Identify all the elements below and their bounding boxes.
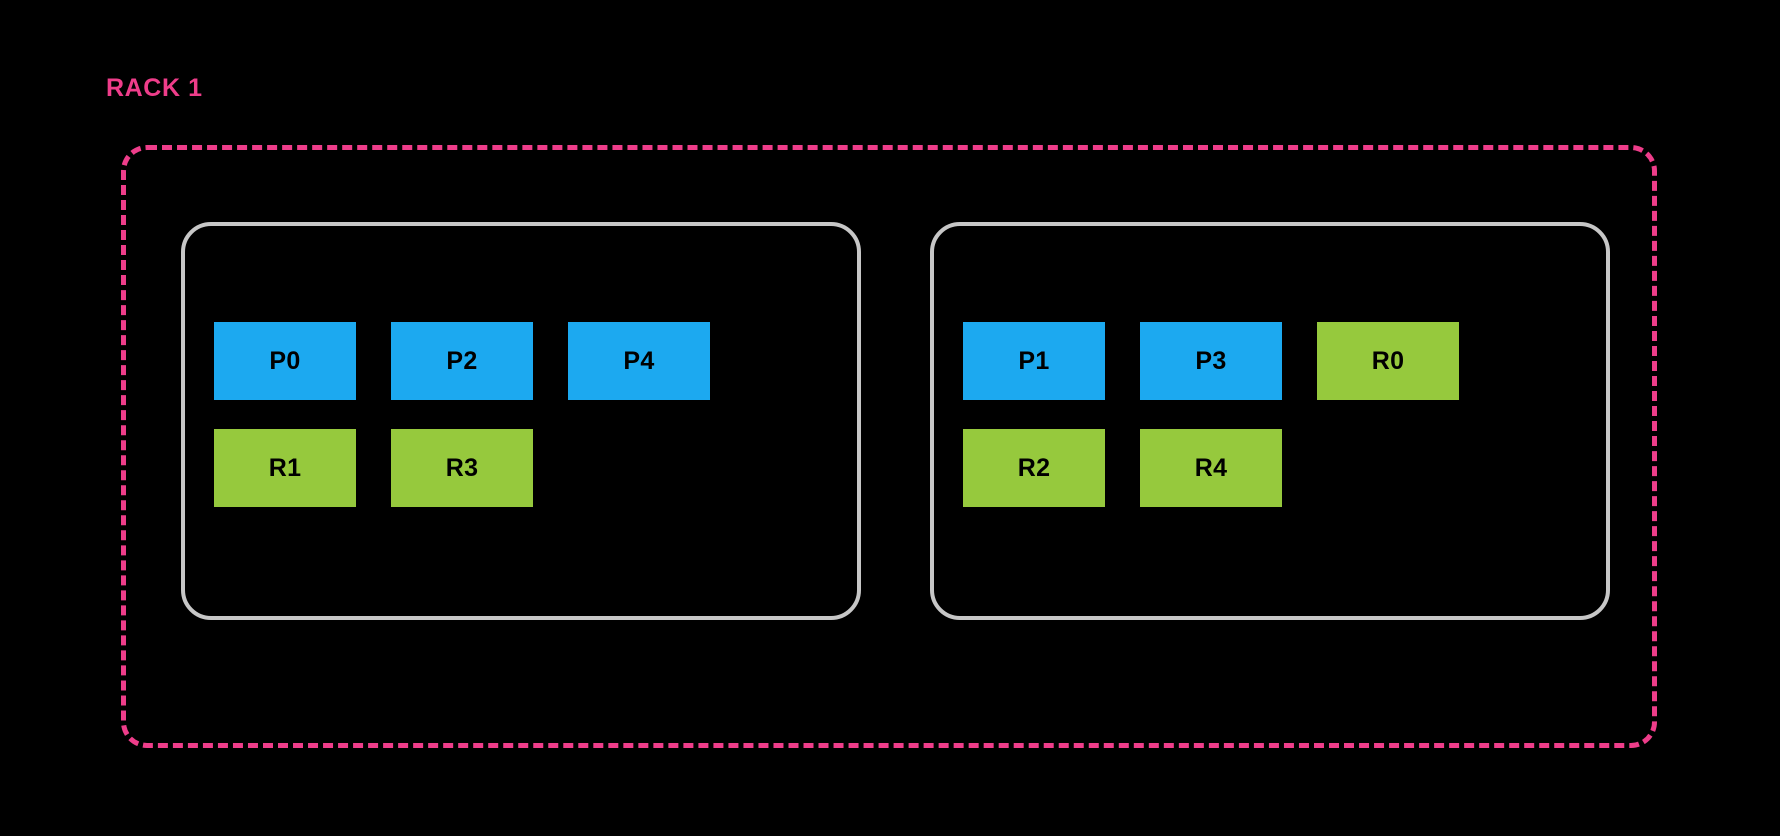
node-box-left: P0 P2 P4 R1 R3 — [181, 222, 861, 620]
shard-row-replica: R1 R3 — [214, 429, 834, 507]
shard-grid-left: P0 P2 P4 R1 R3 — [214, 322, 834, 507]
shard-chip[interactable]: P0 — [214, 322, 356, 400]
shard-chip[interactable]: R0 — [1317, 322, 1459, 400]
shard-grid-right: P1 P3 R0 R2 R4 — [963, 322, 1583, 507]
shard-chip[interactable]: P4 — [568, 322, 710, 400]
shard-slot-empty — [568, 429, 710, 507]
shard-chip[interactable]: R4 — [1140, 429, 1282, 507]
shard-row-primary: P0 P2 P4 — [214, 322, 834, 400]
rack-label: RACK 1 — [106, 74, 203, 102]
shard-chip[interactable]: R3 — [391, 429, 533, 507]
shard-row-primary: P1 P3 R0 — [963, 322, 1583, 400]
shard-chip[interactable]: R2 — [963, 429, 1105, 507]
shard-row-replica: R2 R4 — [963, 429, 1583, 507]
shard-chip[interactable]: P2 — [391, 322, 533, 400]
shard-slot-empty — [1317, 429, 1459, 507]
shard-chip[interactable]: R1 — [214, 429, 356, 507]
node-box-right: P1 P3 R0 R2 R4 — [930, 222, 1610, 620]
rack-boundary — [121, 145, 1657, 748]
shard-chip[interactable]: P3 — [1140, 322, 1282, 400]
shard-chip[interactable]: P1 — [963, 322, 1105, 400]
